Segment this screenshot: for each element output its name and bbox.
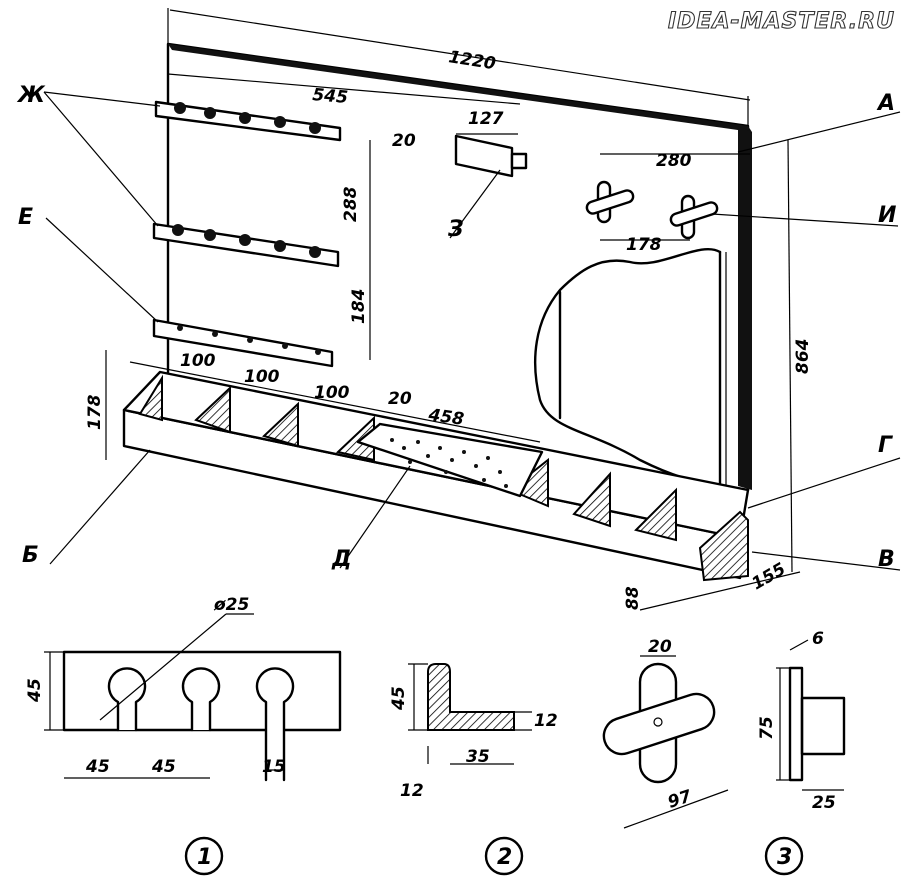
- dim-upper-width: 545: [312, 85, 349, 108]
- pins: [585, 180, 719, 240]
- detail-2-width: 35: [466, 747, 490, 767]
- detail-2-number: 2: [497, 845, 512, 870]
- dim-height: 864: [793, 339, 813, 375]
- callout-zh: Ж: [16, 83, 46, 108]
- leader-lines: [43, 91, 901, 571]
- detail-1-hole-diameter: ø25: [213, 595, 249, 615]
- detail-2-height: 45: [389, 686, 409, 711]
- detail-3-block-depth: 25: [812, 793, 836, 813]
- rack-middle: [152, 222, 340, 268]
- detail-1-pitch-1: 45: [85, 757, 110, 777]
- callout-z: З: [447, 217, 464, 242]
- dim-slat: 20: [388, 389, 412, 409]
- back-panel: [166, 42, 752, 492]
- dim-bay-2: 100: [244, 367, 280, 387]
- detail-1: ø25 45 45 45 15 1: [25, 595, 342, 876]
- callout-b: Б: [22, 543, 39, 568]
- main-view: 1220 545 127 20 288 184 280 178 864 178 …: [16, 8, 901, 611]
- detail-1-height: 45: [25, 678, 45, 703]
- detail-2: 45 12 35 12 2: [389, 663, 558, 876]
- dim-pin-gap: 178: [626, 235, 662, 255]
- dim-rack-spacing: 288: [341, 186, 361, 222]
- dimension-lines: [105, 8, 801, 611]
- callout-g: Г: [878, 433, 893, 458]
- rack-upper: [154, 100, 342, 142]
- callout-v: В: [878, 547, 895, 572]
- callout-i: И: [878, 203, 896, 228]
- detail-1-number: 1: [197, 845, 212, 870]
- dim-lower-spacing: 184: [349, 289, 369, 325]
- callout-d: Д: [331, 547, 352, 572]
- dim-holder-width: 127: [468, 109, 504, 129]
- holder-block: [454, 134, 528, 178]
- tray-perforation: [390, 438, 508, 488]
- dim-pin-spacing: 280: [656, 151, 692, 171]
- detail-3: 20 97 75 6 25 3: [602, 629, 846, 876]
- dim-base-depth: 155: [749, 559, 790, 594]
- dim-ridge: 20: [392, 131, 416, 151]
- detail-1-pitch-2: 45: [151, 757, 176, 777]
- dim-shelf-depth: 178: [85, 394, 105, 430]
- detail-2-thickness: 12: [534, 711, 558, 731]
- detail-3-plate: 6: [812, 629, 824, 649]
- detail-3-pin-width: 20: [648, 637, 672, 657]
- callout-a: А: [876, 91, 895, 116]
- watermark: IDEA-MASTER.RU: [668, 9, 895, 34]
- detail-3-number: 3: [777, 845, 792, 870]
- detail-3-side-height: 75: [757, 716, 777, 740]
- rack-lower: [152, 318, 334, 368]
- dim-overall-width: 1220: [447, 47, 497, 74]
- detail-3-cross-length: 97: [665, 786, 694, 812]
- detail-2-wall: 12: [400, 781, 424, 801]
- dim-bay-1: 100: [180, 351, 216, 371]
- dim-bay-3: 100: [314, 383, 350, 403]
- callout-e: Е: [18, 205, 33, 230]
- dim-base-height: 88: [623, 586, 643, 610]
- detail-1-slot-width: 15: [262, 757, 286, 777]
